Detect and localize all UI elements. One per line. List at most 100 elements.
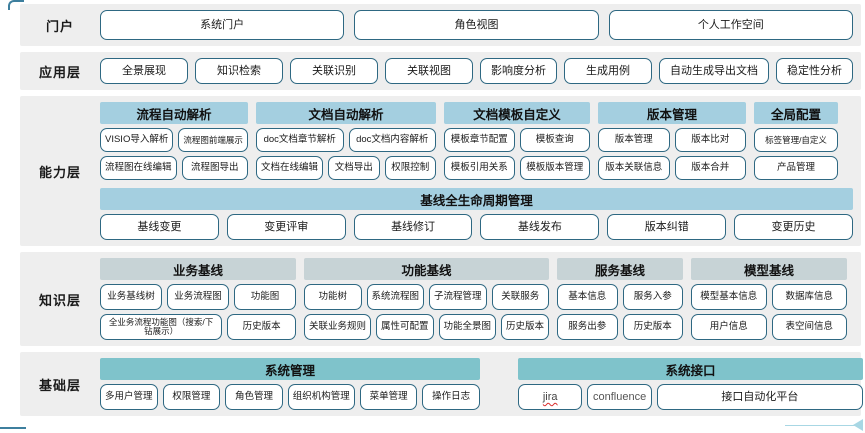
- cap-item-flowchart-frontend-display[interactable]: 流程图前端展示: [178, 128, 248, 152]
- kn-item-history-version[interactable]: 历史版本: [227, 314, 296, 340]
- cap-item-template-query[interactable]: 模板查询: [519, 128, 590, 152]
- kn-item-business-baseline-tree[interactable]: 业务基线树: [100, 284, 162, 310]
- app-item-relation-recognition[interactable]: 关联识别: [290, 58, 378, 84]
- cap-item-doc-export[interactable]: 文档导出: [328, 156, 380, 180]
- capability-group-flow-parsing: 流程自动解析 VISIO导入解析 流程图前端展示 流程图在线编辑 流程图导出: [100, 102, 248, 180]
- kn-item-tablespace-info[interactable]: 表空间信息: [771, 314, 848, 340]
- fd-item-operation-log[interactable]: 操作日志: [422, 384, 480, 410]
- knowledge-row: 基本信息 服务入参: [557, 284, 684, 310]
- fd-item-jira[interactable]: jira: [518, 384, 583, 410]
- capability-group-version-manage: 版本管理 版本管理 版本比对 版本关联信息 版本合并: [598, 102, 746, 180]
- layer-foundation: 基础层 系统管理 多用户管理 权限管理 角色管理 组织机构管理 菜单管理 操作日…: [20, 352, 864, 416]
- kn-item-subflow-manage[interactable]: 子流程管理: [429, 284, 487, 310]
- group-header-flow-parsing: 流程自动解析: [100, 102, 248, 124]
- knowledge-group-service-baseline: 服务基线 基本信息 服务入参 服务出参 历史版本: [557, 258, 684, 340]
- capability-row: VISIO导入解析 流程图前端展示: [100, 128, 248, 152]
- fd-item-menu-manage[interactable]: 菜单管理: [359, 384, 418, 410]
- cap-item-template-version-manage[interactable]: 模板版本管理: [519, 156, 590, 180]
- baseline-lifecycle-block: 基线全生命周期管理 基线变更 变更评审 基线修订 基线发布 版本纠错 变更历史: [100, 188, 853, 240]
- kn-item-attribute-configurable[interactable]: 属性可配置: [376, 314, 434, 340]
- group-header-baseline-lifecycle: 基线全生命周期管理: [100, 188, 853, 210]
- cap-item-permission-control[interactable]: 权限控制: [384, 156, 437, 180]
- kn-item-service-input-params[interactable]: 服务入参: [622, 284, 684, 310]
- kn-item-database-info[interactable]: 数据库信息: [771, 284, 848, 310]
- kn-item-service-history-version[interactable]: 历史版本: [622, 314, 684, 340]
- kn-item-business-flowchart[interactable]: 业务流程图: [167, 284, 229, 310]
- portal-item-row: 系统门户 角色视图 个人工作空间: [100, 10, 853, 40]
- layer-application: 应用层 全景展现 知识检索 关联识别 关联视图 影响度分析 生成用例 自动生成导…: [20, 52, 861, 90]
- fd-item-role-manage[interactable]: 角色管理: [225, 384, 283, 410]
- knowledge-row: 全业务流程功能图（搜索/下钻展示） 历史版本: [100, 314, 296, 340]
- cap-item-version-relation-info[interactable]: 版本关联信息: [598, 156, 670, 180]
- cap-item-version-compare[interactable]: 版本比对: [674, 128, 746, 152]
- app-item-panorama[interactable]: 全景展现: [100, 58, 188, 84]
- kn-item-related-business-rule[interactable]: 关联业务规则: [304, 314, 372, 340]
- cap-item-version-manage[interactable]: 版本管理: [598, 128, 670, 152]
- knowledge-row: 业务基线树 业务流程图 功能图: [100, 284, 296, 310]
- cap-item-doc-content-parse[interactable]: doc文档内容解析: [348, 128, 436, 152]
- knowledge-row: 关联业务规则 属性可配置 功能全景图 历史版本: [304, 314, 550, 340]
- app-item-impact-analysis[interactable]: 影响度分析: [480, 58, 557, 84]
- layer-label-application: 应用层: [38, 64, 81, 80]
- kn-item-model-basic-info[interactable]: 模型基本信息: [691, 284, 767, 310]
- layer-label-foundation: 基础层: [38, 377, 81, 393]
- layer-label-portal: 门户: [45, 18, 74, 34]
- kn-item-function-tree[interactable]: 功能树: [304, 284, 362, 310]
- kn-item-service-basic-info[interactable]: 基本信息: [557, 284, 618, 310]
- cap-item-label-manage-custom[interactable]: 标签管理/自定义: [754, 128, 838, 152]
- kn-item-user-info[interactable]: 用户信息: [691, 314, 767, 340]
- cap-item-doc-section-parse[interactable]: doc文档章节解析: [256, 128, 344, 152]
- group-header-system-management: 系统管理: [100, 358, 480, 380]
- layer-label-knowledge: 知识层: [38, 292, 81, 308]
- baseline-item-version-correction[interactable]: 版本纠错: [607, 214, 727, 240]
- cap-item-version-merge[interactable]: 版本合并: [674, 156, 746, 180]
- kn-item-full-business-flow-function-diagram[interactable]: 全业务流程功能图（搜索/下钻展示）: [100, 314, 223, 340]
- cap-item-doc-online-edit[interactable]: 文档在线编辑: [256, 156, 324, 180]
- cap-item-flowchart-online-edit[interactable]: 流程图在线编辑: [100, 156, 177, 180]
- app-item-relation-view[interactable]: 关联视图: [385, 58, 473, 84]
- capability-row: 流程图在线编辑 流程图导出: [100, 156, 248, 180]
- kn-item-function-history-version[interactable]: 历史版本: [501, 314, 550, 340]
- baseline-item-publish[interactable]: 基线发布: [480, 214, 600, 240]
- baseline-item-change-review[interactable]: 变更评审: [226, 214, 346, 240]
- app-item-generate-usecase[interactable]: 生成用例: [564, 58, 652, 84]
- kn-item-function-panorama[interactable]: 功能全景图: [438, 314, 497, 340]
- foundation-group-row: 系统管理 多用户管理 权限管理 角色管理 组织机构管理 菜单管理 操作日志 系统…: [100, 358, 864, 410]
- kn-item-related-service[interactable]: 关联服务: [491, 284, 550, 310]
- group-header-function-baseline: 功能基线: [304, 258, 550, 280]
- foundation-group-system-management: 系统管理 多用户管理 权限管理 角色管理 组织机构管理 菜单管理 操作日志: [100, 358, 480, 410]
- baseline-lifecycle-row: 基线变更 变更评审 基线修订 基线发布 版本纠错 变更历史: [100, 214, 853, 240]
- fd-item-multi-user-manage[interactable]: 多用户管理: [100, 384, 158, 410]
- cap-item-template-section-config[interactable]: 模板章节配置: [444, 128, 515, 152]
- capability-group-template-custom: 文档模板自定义 模板章节配置 模板查询 模板引用关系 模板版本管理: [444, 102, 590, 180]
- kn-item-service-output-params[interactable]: 服务出参: [557, 314, 618, 340]
- capability-row: 标签管理/自定义: [754, 128, 838, 152]
- foundation-group-system-interface: 系统接口 jira confluence 接口自动化平台: [518, 358, 864, 410]
- capability-group-row: 流程自动解析 VISIO导入解析 流程图前端展示 流程图在线编辑 流程图导出 文…: [100, 102, 853, 180]
- layer-portal: 门户 系统门户 角色视图 个人工作空间: [20, 4, 861, 46]
- fd-item-org-structure-manage[interactable]: 组织机构管理: [287, 384, 355, 410]
- cap-item-template-reference-relation[interactable]: 模板引用关系: [444, 156, 515, 180]
- portal-item-role-view[interactable]: 角色视图: [354, 10, 599, 40]
- cap-item-visio-import-parse[interactable]: VISIO导入解析: [100, 128, 174, 152]
- portal-item-personal-workspace[interactable]: 个人工作空间: [608, 10, 853, 40]
- knowledge-group-row: 业务基线 业务基线树 业务流程图 功能图 全业务流程功能图（搜索/下钻展示） 历…: [100, 258, 853, 340]
- cap-item-flowchart-export[interactable]: 流程图导出: [181, 156, 248, 180]
- app-item-auto-export-document[interactable]: 自动生成导出文档: [659, 58, 769, 84]
- capability-row: doc文档章节解析 doc文档内容解析: [256, 128, 436, 152]
- baseline-item-change[interactable]: 基线变更: [100, 214, 219, 240]
- knowledge-row: 模型基本信息 数据库信息: [691, 284, 848, 310]
- fd-item-confluence[interactable]: confluence: [587, 384, 652, 410]
- fd-item-permission-manage[interactable]: 权限管理: [162, 384, 221, 410]
- capability-row: 版本关联信息 版本合并: [598, 156, 746, 180]
- cap-item-product-manage[interactable]: 产品管理: [754, 156, 838, 180]
- fd-item-interface-automation-platform[interactable]: 接口自动化平台: [656, 384, 864, 410]
- app-item-stability-analysis[interactable]: 稳定性分析: [776, 58, 853, 84]
- knowledge-group-model-baseline: 模型基线 模型基本信息 数据库信息 用户信息 表空间信息: [691, 258, 848, 340]
- baseline-item-revision[interactable]: 基线修订: [353, 214, 473, 240]
- baseline-item-change-history[interactable]: 变更历史: [734, 214, 853, 240]
- portal-item-system-portal[interactable]: 系统门户: [100, 10, 345, 40]
- app-item-knowledge-search[interactable]: 知识检索: [195, 58, 283, 84]
- kn-item-system-flowchart[interactable]: 系统流程图: [366, 284, 425, 310]
- kn-item-function-diagram[interactable]: 功能图: [234, 284, 296, 310]
